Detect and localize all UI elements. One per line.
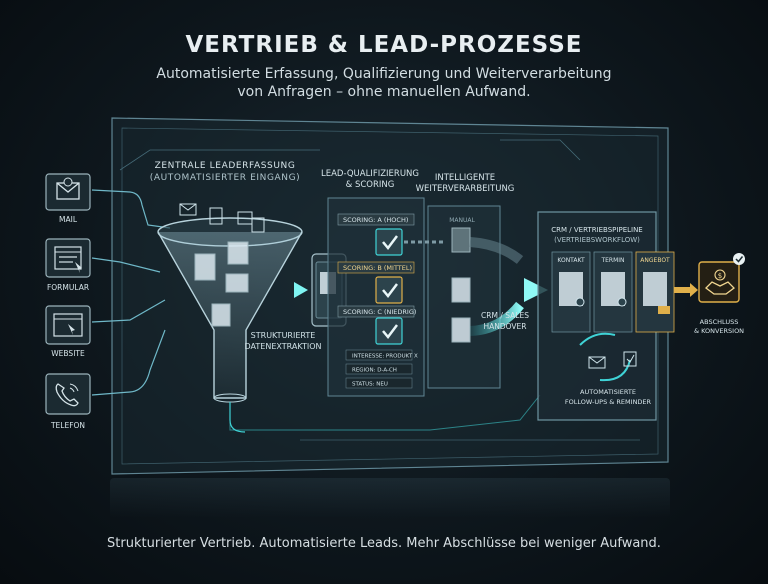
- scoring-item-b: SCORING: B (MITTEL): [343, 264, 412, 272]
- result-line1: ABSCHLUSS: [700, 318, 739, 326]
- followup-line1: AUTOMATISIERTE: [580, 388, 636, 396]
- source-label-website: WEBSITE: [51, 349, 85, 358]
- svg-text:$: $: [718, 272, 722, 280]
- scoring-title-line2: & SCORING: [346, 180, 395, 190]
- tag-interest: INTERESSE: PRODUKT X: [352, 354, 418, 360]
- crm-title-line2: (VERTRIEBSWORKFLOW): [554, 236, 640, 244]
- manual-label: MANUAL: [449, 217, 475, 224]
- crm-title-line1: CRM / VERTRIEBSPIPELINE: [551, 226, 642, 234]
- followup-line2: FOLLOW-UPS & REMINDER: [565, 398, 652, 406]
- source-label-formular: FORMULAR: [47, 283, 89, 292]
- source-phone: [46, 374, 90, 414]
- crm-col-appointment: TERMIN: [600, 257, 624, 264]
- tag-status: STATUS: NEU: [352, 382, 388, 388]
- handover-line2: HANDOVER: [483, 322, 526, 331]
- crm-col-contact: KONTAKT: [557, 257, 585, 264]
- source-label-mail: MAIL: [59, 215, 78, 224]
- capture-title: ZENTRALE LEADERFASSUNG: [155, 161, 296, 171]
- handover-line1: CRM / SALES: [481, 311, 529, 320]
- scoring-item-c: SCORING: C (NIEDRIG): [343, 308, 416, 316]
- extraction-line2: DATENEXTRAKTION: [245, 342, 322, 351]
- capture-subtitle: (AUTOMATISIERTER EINGANG): [150, 173, 301, 183]
- processing-title-line1: INTELLIGENTE: [435, 173, 495, 183]
- result-line2: & KONVERSION: [694, 327, 744, 335]
- source-label-telefon: TELEFON: [50, 421, 85, 430]
- tag-region: REGION: D-A-CH: [352, 368, 397, 374]
- scoring-item-a: SCORING: A (HOCH): [343, 216, 408, 224]
- conversion-result: $: [699, 253, 745, 302]
- source-website: [46, 306, 90, 344]
- scoring-title-line1: LEAD-QUALIFIZIERUNG: [321, 169, 419, 179]
- extraction-line1: STRUKTURIERTE: [251, 331, 316, 340]
- footer-tagline: Strukturierter Vertrieb. Automatisierte …: [0, 536, 768, 551]
- source-mail: [46, 174, 90, 210]
- processing-title-line2: WEITERVERARBEITUNG: [416, 184, 515, 194]
- crm-col-offer: ANGEBOT: [640, 257, 670, 264]
- source-form: [46, 239, 90, 277]
